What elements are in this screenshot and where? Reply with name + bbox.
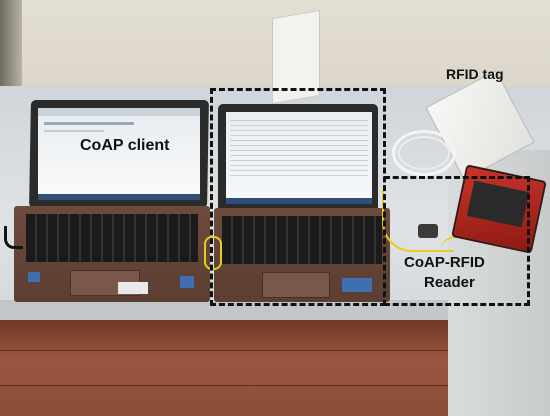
left-laptop-screen	[38, 108, 200, 200]
left-laptop-sticker	[180, 276, 194, 288]
reader-pc-dashed-box	[210, 88, 386, 306]
label-coap-client: CoAP client	[80, 137, 170, 154]
middle-laptop-keyboard	[222, 216, 382, 264]
browser-text-line	[44, 122, 134, 125]
ethernet-cable	[204, 236, 222, 270]
floor-tile-lines	[0, 385, 550, 386]
left-laptop-sticker	[28, 272, 40, 282]
label-coap-rfid-reader-line2: Reader	[424, 274, 475, 291]
console-text-block	[230, 120, 368, 180]
left-laptop-sticker	[118, 282, 148, 294]
label-rfid-tag: RFID tag	[446, 66, 504, 82]
floor-tile-lines	[0, 350, 550, 351]
cable-coil	[392, 130, 456, 176]
browser-text-line	[44, 130, 104, 132]
browser-toolbar	[38, 108, 200, 116]
label-coap-rfid-reader-line1: CoAP-RFID	[404, 254, 485, 271]
middle-laptop-touchpad	[262, 272, 330, 298]
cable-coil	[398, 136, 450, 170]
power-cord	[4, 226, 23, 249]
reader-connector	[418, 224, 438, 238]
taskbar	[226, 198, 372, 204]
reader-device-dashed-box	[384, 176, 530, 306]
reader-dashed-connector	[383, 88, 386, 178]
middle-laptop-sticker	[342, 278, 372, 292]
middle-laptop-screen	[226, 112, 372, 204]
taskbar	[38, 194, 200, 200]
left-laptop-keyboard	[26, 214, 198, 262]
